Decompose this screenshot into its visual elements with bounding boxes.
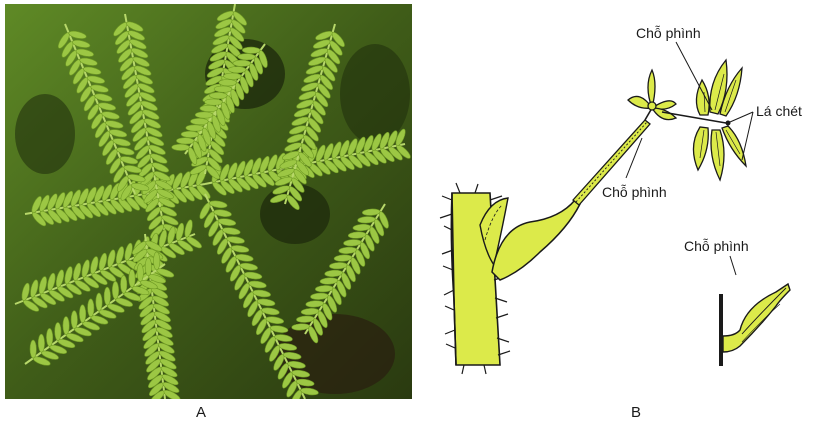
leaflet <box>242 47 260 54</box>
panel-label-a: A <box>196 404 206 421</box>
leaflet <box>30 340 37 358</box>
leaflet <box>120 275 127 293</box>
leaflets <box>693 60 746 180</box>
leaflet <box>63 317 70 335</box>
mimosa-photo-drawing <box>5 4 412 399</box>
leaflet <box>104 287 111 305</box>
leaflet <box>129 269 136 287</box>
callout-pulvinus-middle: Chỗ phình <box>602 184 667 200</box>
leaflet <box>137 264 144 282</box>
leaflet <box>88 299 95 317</box>
leaflet <box>71 311 78 329</box>
leaflet <box>238 53 256 60</box>
mimosa-photo <box>5 4 412 399</box>
leaflet <box>186 125 204 132</box>
leaflet <box>112 281 119 299</box>
leaflet <box>55 322 62 340</box>
pulvinus-diagram-drawing: Chỗ phình Lá chét Chỗ phình Chỗ phình <box>430 0 838 400</box>
leaflet <box>181 131 199 138</box>
leaflet <box>38 334 45 352</box>
leaflet <box>195 112 213 119</box>
leaflet <box>190 118 208 125</box>
leaflet <box>172 144 190 151</box>
leaflet <box>205 99 223 106</box>
leaflet <box>209 92 227 99</box>
pulvinus-diagram: Chỗ phình Lá chét Chỗ phình Chỗ phình <box>430 0 838 400</box>
pulvinus-detail <box>719 284 790 366</box>
callout-pulvinus-detail: Chỗ phình <box>684 238 749 254</box>
leaflet <box>228 66 246 73</box>
leaflet <box>96 293 103 311</box>
callout-leaflets: Lá chét <box>756 103 802 119</box>
leaflet <box>46 328 53 346</box>
leaflet <box>176 138 194 145</box>
leaflet <box>200 105 218 112</box>
bud-cluster <box>628 70 676 120</box>
leaflet <box>79 305 86 323</box>
leaflet <box>145 258 152 276</box>
leaflet <box>219 79 237 86</box>
leaflet <box>223 73 241 80</box>
leaflet <box>233 60 251 67</box>
leaflet <box>153 252 160 270</box>
leaflet <box>214 86 232 93</box>
panel-label-b: B <box>631 404 641 421</box>
callout-pulvinus-top: Chỗ phình <box>636 25 701 41</box>
